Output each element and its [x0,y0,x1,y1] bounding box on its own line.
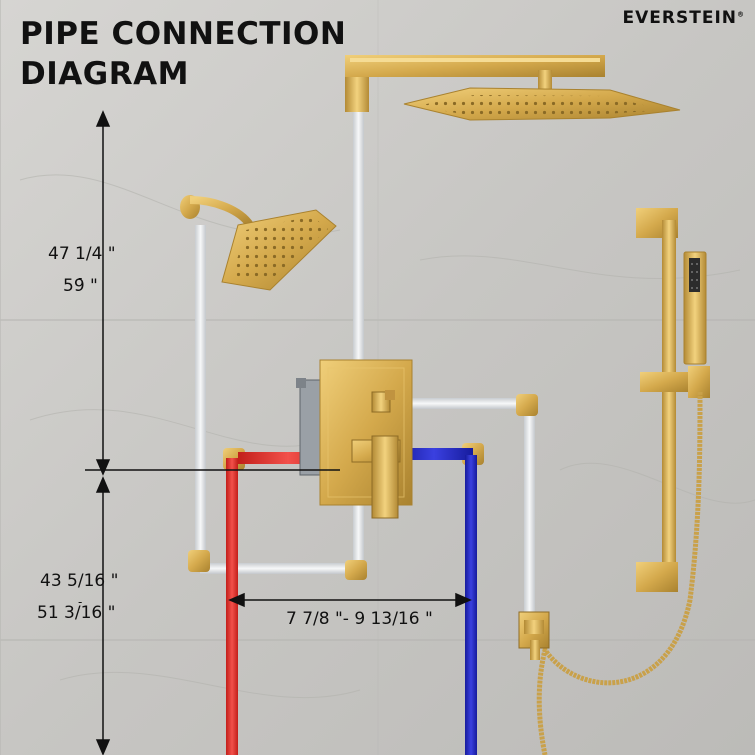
handheld-shower-icon [683,251,707,365]
dim-upper-min: 47 1/4 " [48,244,116,264]
dim-lower-max: 51 3/16 " [37,603,116,623]
brand-name: EVERSTEIN [622,8,737,28]
rain-shower-head-icon [345,55,681,121]
white-pipes [195,110,535,622]
cold-water-pipe [395,448,477,755]
slide-bar-icon [636,208,710,592]
page-title-line2: DIAGRAM [20,56,189,92]
shower-hose [536,391,703,755]
dim-lower-separator: - [78,595,83,609]
dim-lower-min: 43 5/16 " [40,571,119,591]
square-shower-head-icon [180,195,337,291]
page-title-line1: PIPE CONNECTION [20,16,347,52]
brand-registered-mark: ® [737,10,745,19]
diverter-valve-icon [296,359,413,519]
dim-upper-separator: - [78,271,83,285]
brand-logo: EVERSTEIN® [623,8,745,28]
page-title: PIPE CONNECTION DIAGRAM [20,14,346,94]
dim-upper-max: 59 " [63,276,98,296]
dim-horizontal: 7 7/8 "- 9 13/16 " [286,609,433,629]
dimension-lines [85,110,472,755]
wall-outlet-icon [518,611,550,660]
